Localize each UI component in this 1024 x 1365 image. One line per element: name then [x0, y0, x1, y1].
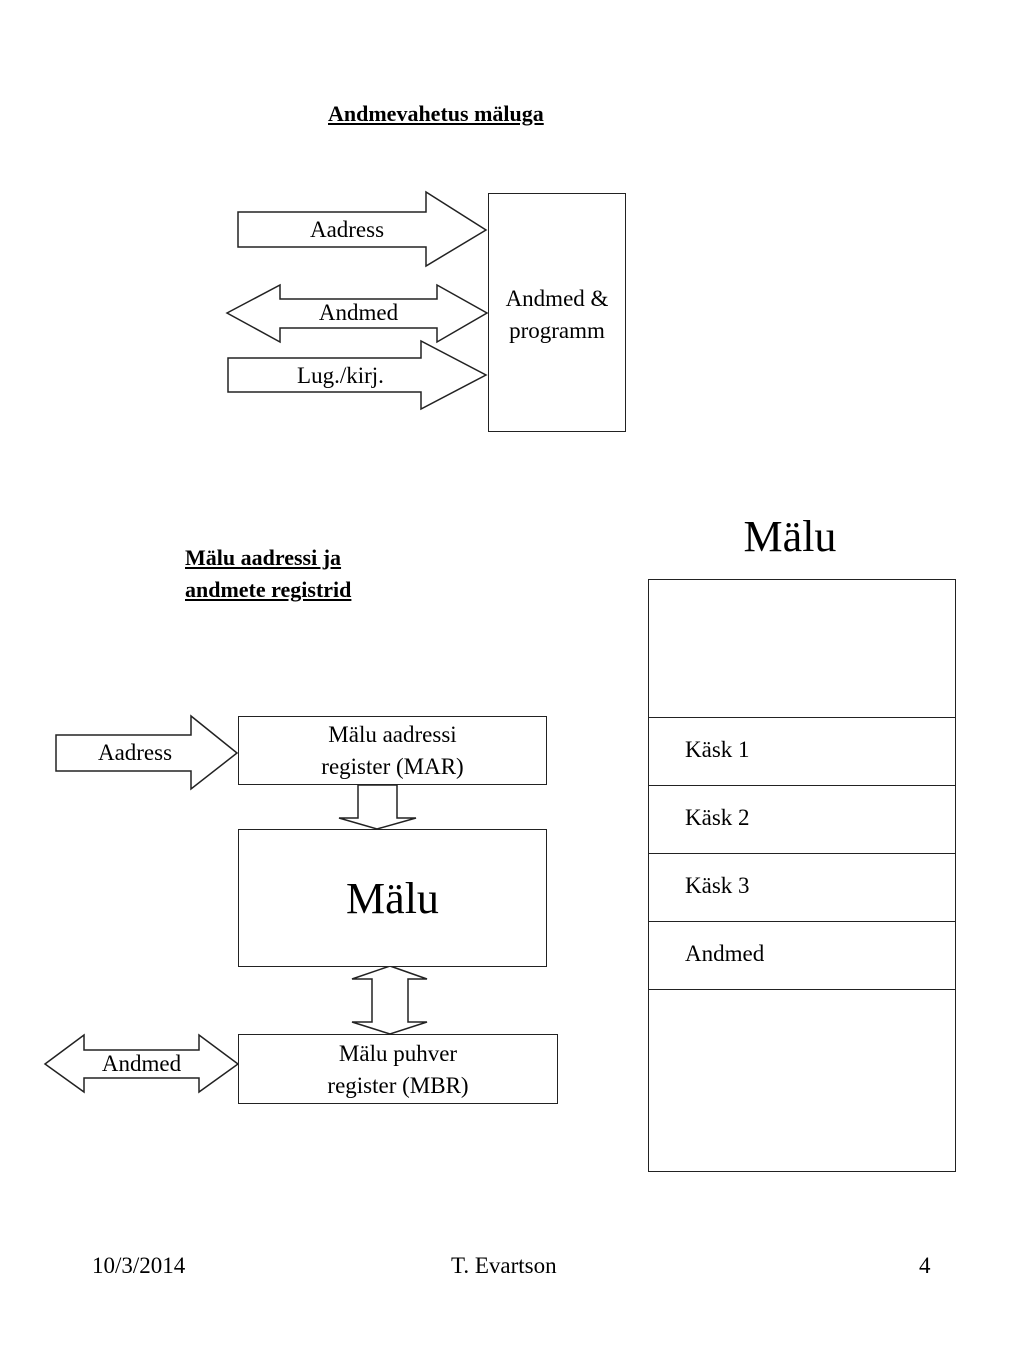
mar-to-memory-arrow: [338, 784, 417, 830]
memory-cell-2: Käsk 2: [649, 785, 955, 854]
memory-cell-3-label: Käsk 3: [685, 873, 750, 898]
register-data-arrow-label: Andmed: [101, 1051, 182, 1076]
memory-cell-4: Andmed: [649, 921, 955, 990]
memory-mbr-double-arrow: [351, 965, 428, 1035]
mbr-line-2: register (MBR): [327, 1073, 469, 1098]
readwrite-arrow-top: [227, 339, 488, 411]
footer-page-number: 4: [919, 1253, 931, 1278]
mar-line-1: Mälu aadressi: [328, 722, 457, 747]
memory-block: Mälu: [238, 829, 547, 967]
data-double-arrow-top: [225, 283, 489, 344]
section-title-registers-line-1: Mälu aadressi ja: [185, 545, 342, 570]
memory-cell-1-label: Käsk 1: [685, 737, 750, 762]
address-arrow-label: Aadress: [309, 217, 385, 242]
register-address-arrow-label: Aadress: [97, 740, 173, 765]
footer-author: T. Evartson: [451, 1253, 557, 1278]
section-title-registers-line-2: andmete registrid: [185, 577, 352, 602]
mar-box: Mälu aadressi register (MAR): [238, 716, 547, 785]
memory-box-line-1: Andmed &: [505, 286, 609, 311]
memory-box-line-2: programm: [509, 318, 605, 343]
address-arrow-top: [237, 190, 488, 268]
mbr-line-1: Mälu puhver: [338, 1041, 458, 1066]
memory-cell-2-label: Käsk 2: [685, 805, 750, 830]
memory-block-label: Mälu: [346, 874, 439, 923]
footer-date: 10/3/2014: [92, 1253, 186, 1278]
readwrite-arrow-label: Lug./kirj.: [297, 363, 384, 388]
memory-cell-4-label: Andmed: [685, 941, 765, 966]
mbr-box: Mälu puhver register (MBR): [238, 1034, 558, 1104]
memory-box: Andmed & programm: [488, 193, 626, 432]
memory-map: Käsk 1 Käsk 2 Käsk 3 Andmed: [648, 579, 956, 1172]
section-title-data-exchange: Andmevahetus mäluga: [328, 101, 544, 126]
memory-cell-3: Käsk 3: [649, 853, 955, 922]
memory-map-title: Mälu: [743, 512, 837, 561]
memory-cell-1: Käsk 1: [649, 717, 955, 786]
data-arrow-label: Andmed: [318, 300, 399, 325]
mar-line-2: register (MAR): [321, 754, 464, 779]
address-arrow-bottom: [55, 714, 239, 791]
